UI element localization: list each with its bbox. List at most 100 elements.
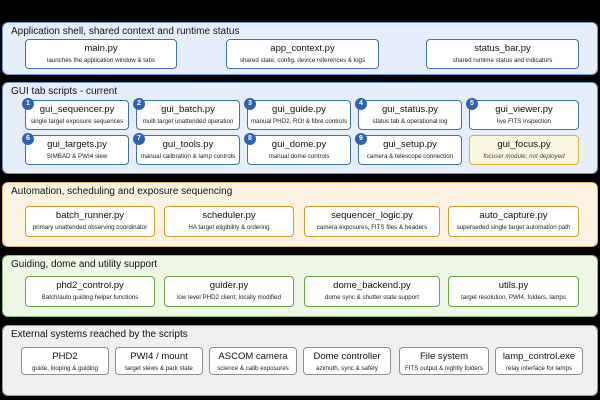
card-description: manual calibration & lamp controls [140,153,236,160]
card-name: phd2_control.py [56,280,124,291]
section-application-shell: Application shell, shared context and ru… [2,22,598,75]
card-description: primary unattended observing coordinator [32,224,148,231]
number-badge: 9 [355,133,367,145]
card-name: gui_status.py [382,104,438,115]
card-name: gui_focus.py [497,139,551,150]
card-name: gui_tools.py [162,139,214,150]
section-title: Automation, scheduling and exposure sequ… [11,186,233,197]
card-description: camera exposures, FITS files & headers [316,224,428,231]
card-dome-backend-py[interactable]: dome_backend.py dome sync & shutter stat… [304,276,440,307]
card-name: gui_viewer.py [495,104,553,115]
card-gui-dome-py[interactable]: gui_dome.py manual dome controls [247,135,351,165]
card-description: dome sync & shutter state support [325,294,419,301]
number-badge: 6 [22,133,34,145]
section-gui-tab-scripts: GUI tab scripts - current gui_sequencer.… [2,82,598,174]
card-description: camera & telescope connection [366,153,454,160]
card-file-system[interactable]: File system FITS output & nightly folder… [399,347,489,375]
card-name: ASCOM camera [218,351,288,362]
number-badge: 8 [244,133,256,145]
card-name: File system [419,351,469,362]
card-scheduler-py[interactable]: scheduler.py HA target eligibility & ord… [164,206,294,237]
card-status-bar-py[interactable]: status_bar.py shared runtime status and … [426,39,579,69]
section-automation: Automation, scheduling and exposure sequ… [2,182,598,247]
number-badge: 1 [22,98,34,110]
card-description: manual dome controls [268,153,330,160]
card-utils-py[interactable]: utils.py target resolution, PWI4, folder… [448,276,579,307]
card-description: multi target unattended operation [142,118,234,125]
card-name: lamp_control.exe [502,351,576,362]
card-app-context-py[interactable]: app_context.py shared state, config, dev… [226,39,379,69]
card-gui-setup-py[interactable]: gui_setup.py camera & telescope connecti… [358,135,462,165]
card-description: guide, looping & guiding [31,365,99,372]
card-description: Batch/auto guiding helper functions [41,294,139,301]
card-name: scheduler.py [202,210,256,221]
card-gui-guide-py[interactable]: gui_guide.py manual PHD2, ROI & fibre co… [247,100,351,130]
card-name: gui_dome.py [271,139,327,150]
card-batch-runner-py[interactable]: batch_runner.py primary unattended obser… [25,206,155,237]
card-gui-status-py[interactable]: gui_status.py status tab & operational l… [358,100,462,130]
card-description: FITS output & nightly folders [404,365,484,372]
card-name: batch_runner.py [55,210,125,221]
number-badge: 2 [133,98,145,110]
card-gui-sequencer-py[interactable]: gui_sequencer.py single target exposure … [25,100,129,130]
card-name: guider.py [209,280,249,291]
card-name: gui_sequencer.py [39,104,115,115]
card-name: utils.py [498,280,529,291]
card-lamp-control-exe[interactable]: lamp_control.exe relay interface for lam… [495,347,583,375]
card-sequencer-logic-py[interactable]: sequencer_logic.py camera exposures, FIT… [304,206,440,237]
card-description: science & calib exposures [217,365,289,372]
card-name: app_context.py [270,43,335,54]
card-description: shared runtime status and indicators [452,57,553,64]
card-guider-py[interactable]: guider.py low level PHD2 client; locally… [164,276,294,307]
card-description: HA target eligibility & ordering [188,224,270,231]
card-gui-targets-py[interactable]: gui_targets.py SIMBAD & PWI4 slew [25,135,129,165]
card-name: PWI4 / mount [130,351,188,362]
card-name: main.py [84,43,118,54]
card-description: relay interface for lamps [505,365,573,372]
card-description: shared state, config, device references … [239,57,366,64]
card-description: target slews & park state [125,365,193,372]
card-name: gui_batch.py [161,104,215,115]
section-external-systems: External systems reached by the scripts … [2,325,598,396]
section-title: External systems reached by the scripts [11,329,188,340]
section-guiding-dome-utility: Guiding, dome and utility support phd2_c… [2,255,598,317]
section-title: Application shell, shared context and ru… [11,26,240,37]
number-badge: 7 [133,133,145,145]
card-name: sequencer_logic.py [331,210,413,221]
card-description: live FITS inspection [497,118,551,125]
card-name: auto_capture.py [479,210,548,221]
number-badge: 5 [466,98,478,110]
card-description: focuser module; not deployed [483,153,565,160]
card-gui-viewer-py[interactable]: gui_viewer.py live FITS inspection [469,100,579,130]
card-description: low level PHD2 client; locally modified [177,294,281,301]
card-description: superseded single target automation path [456,224,571,231]
card-name: gui_targets.py [47,139,107,150]
card-gui-focus-py[interactable]: gui_focus.py focuser module; not deploye… [469,135,579,165]
card-description: target resolution, PWI4, folders, lamps [461,294,566,301]
card-dome-controller[interactable]: Dome controller azimuth, sync & safety [303,347,391,375]
card-description: azimuth, sync & safety [316,365,378,372]
card-description: manual PHD2, ROI & fibre controls [251,118,347,125]
card-main-py[interactable]: main.py launches the application window … [25,39,177,69]
card-description: launches the application window & tabs [46,57,155,64]
card-gui-batch-py[interactable]: gui_batch.py multi target unattended ope… [136,100,240,130]
card-auto-capture-py[interactable]: auto_capture.py superseded single target… [448,206,579,237]
card-ascom-camera[interactable]: ASCOM camera science & calib exposures [209,347,297,375]
card-name: PHD2 [52,351,78,362]
card-description: single target exposure sequences [30,118,124,125]
card-description: status tab & operational log [372,118,448,125]
card-gui-tools-py[interactable]: gui_tools.py manual calibration & lamp c… [136,135,240,165]
card-name: dome_backend.py [333,280,411,291]
card-name: Dome controller [313,351,381,362]
card-name: gui_guide.py [272,104,326,115]
number-badge: 3 [244,98,256,110]
card-phd2-control-py[interactable]: phd2_control.py Batch/auto guiding helpe… [25,276,155,307]
section-title: Guiding, dome and utility support [11,259,158,270]
card-phd2[interactable]: PHD2 guide, looping & guiding [21,347,109,375]
card-pwi4-mount[interactable]: PWI4 / mount target slews & park state [115,347,203,375]
section-title: GUI tab scripts - current [11,86,118,97]
card-name: gui_setup.py [383,139,437,150]
number-badge: 4 [355,98,367,110]
card-description: SIMBAD & PWI4 slew [46,153,108,160]
card-name: status_bar.py [474,43,531,54]
